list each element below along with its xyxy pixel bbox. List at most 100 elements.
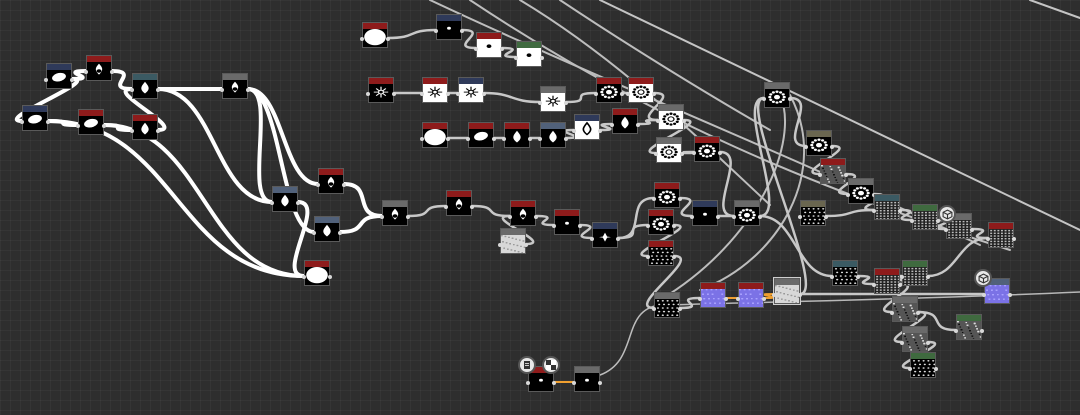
graph-node[interactable]	[84, 55, 114, 81]
graph-node[interactable]	[798, 200, 828, 226]
node-output-port[interactable]	[406, 215, 410, 219]
graph-node[interactable]	[456, 77, 486, 103]
graph-node[interactable]	[44, 63, 74, 89]
graph-node[interactable]	[900, 260, 930, 286]
graph-node[interactable]	[502, 122, 532, 148]
node-output-port[interactable]	[844, 173, 848, 177]
node-input-port[interactable]	[538, 137, 542, 141]
node-input-port[interactable]	[646, 224, 650, 228]
graph-node[interactable]	[508, 200, 538, 226]
node-output-port[interactable]	[156, 88, 160, 92]
node-input-port[interactable]	[690, 215, 694, 219]
node-output-port[interactable]	[534, 215, 538, 219]
node-output-port[interactable]	[898, 209, 902, 213]
node-output-port[interactable]	[156, 129, 160, 133]
node-output-port[interactable]	[680, 152, 684, 156]
node-output-port[interactable]	[724, 297, 728, 301]
node-input-port[interactable]	[130, 129, 134, 133]
node-input-port[interactable]	[986, 237, 990, 241]
node-output-port[interactable]	[392, 92, 396, 96]
node-output-port[interactable]	[460, 29, 464, 33]
graph-node[interactable]	[736, 282, 766, 308]
graph-node[interactable]	[538, 86, 568, 112]
node-input-port[interactable]	[798, 215, 802, 219]
node-input-port[interactable]	[434, 29, 438, 33]
graph-node[interactable]	[732, 200, 762, 226]
node-input-port[interactable]	[890, 311, 894, 315]
node-input-port[interactable]	[526, 381, 530, 385]
graph-node[interactable]	[698, 282, 728, 308]
graph-node[interactable]	[772, 277, 802, 305]
document-icon[interactable]	[518, 356, 536, 374]
node-output-port[interactable]	[1008, 293, 1012, 297]
node-input-port[interactable]	[20, 120, 24, 124]
node-input-port[interactable]	[508, 215, 512, 219]
node-input-port[interactable]	[590, 237, 594, 241]
graph-node[interactable]	[366, 77, 396, 103]
node-output-port[interactable]	[824, 215, 828, 219]
node-input-port[interactable]	[220, 88, 224, 92]
node-input-port[interactable]	[762, 97, 766, 101]
node-input-port[interactable]	[380, 215, 384, 219]
node-input-port[interactable]	[312, 231, 316, 235]
node-input-port[interactable]	[444, 205, 448, 209]
node-input-port[interactable]	[910, 219, 914, 223]
node-input-port[interactable]	[420, 137, 424, 141]
graph-node[interactable]	[872, 194, 902, 220]
graph-node[interactable]	[270, 186, 300, 212]
graph-node[interactable]	[130, 114, 160, 140]
node-output-port[interactable]	[980, 329, 984, 333]
node-input-port[interactable]	[982, 293, 986, 297]
graph-node[interactable]	[420, 77, 450, 103]
node-output-port[interactable]	[672, 255, 676, 259]
node-output-port[interactable]	[936, 219, 940, 223]
node-output-port[interactable]	[682, 119, 686, 123]
node-output-port[interactable]	[342, 183, 346, 187]
graph-node[interactable]	[654, 137, 684, 163]
node-input-port[interactable]	[900, 275, 904, 279]
graph-node[interactable]	[572, 114, 602, 140]
node-input-port[interactable]	[846, 193, 850, 197]
node-input-port[interactable]	[818, 173, 822, 177]
graph-node[interactable]	[656, 104, 686, 130]
node-output-port[interactable]	[528, 137, 532, 141]
node-input-port[interactable]	[830, 275, 834, 279]
graph-node[interactable]	[514, 41, 544, 67]
graph-node[interactable]	[302, 260, 332, 286]
graph-node[interactable]	[434, 14, 464, 40]
node-input-port[interactable]	[552, 224, 556, 228]
node-input-port[interactable]	[514, 56, 518, 60]
node-output-port[interactable]	[500, 47, 504, 51]
node-output-port[interactable]	[296, 201, 300, 205]
node-output-port[interactable]	[492, 137, 496, 141]
node-input-port[interactable]	[872, 283, 876, 287]
node-input-port[interactable]	[954, 329, 958, 333]
node-input-port[interactable]	[626, 92, 630, 96]
graph-node[interactable]	[572, 366, 602, 392]
node-output-port[interactable]	[788, 97, 792, 101]
node-output-port[interactable]	[110, 70, 114, 74]
graph-node[interactable]	[538, 122, 568, 148]
node-input-port[interactable]	[360, 37, 364, 41]
node-output-port[interactable]	[564, 101, 568, 105]
graph-node[interactable]	[420, 122, 450, 148]
node-input-port[interactable]	[474, 47, 478, 51]
graph-node[interactable]	[646, 209, 676, 235]
node-output-port[interactable]	[524, 243, 528, 247]
graph-node[interactable]	[652, 292, 682, 318]
graph-node[interactable]	[220, 73, 250, 99]
graph-node[interactable]	[316, 168, 346, 194]
node-output-port[interactable]	[598, 129, 602, 133]
node-input-port[interactable]	[698, 297, 702, 301]
graph-node[interactable]	[312, 216, 342, 242]
node-output-port[interactable]	[338, 231, 342, 235]
graph-node[interactable]	[498, 228, 528, 254]
graph-node[interactable]	[552, 209, 582, 235]
node-input-port[interactable]	[804, 145, 808, 149]
node-input-port[interactable]	[366, 92, 370, 96]
node-input-port[interactable]	[872, 209, 876, 213]
cube-icon[interactable]	[938, 205, 956, 223]
node-output-port[interactable]	[482, 92, 486, 96]
graph-node[interactable]	[466, 122, 496, 148]
